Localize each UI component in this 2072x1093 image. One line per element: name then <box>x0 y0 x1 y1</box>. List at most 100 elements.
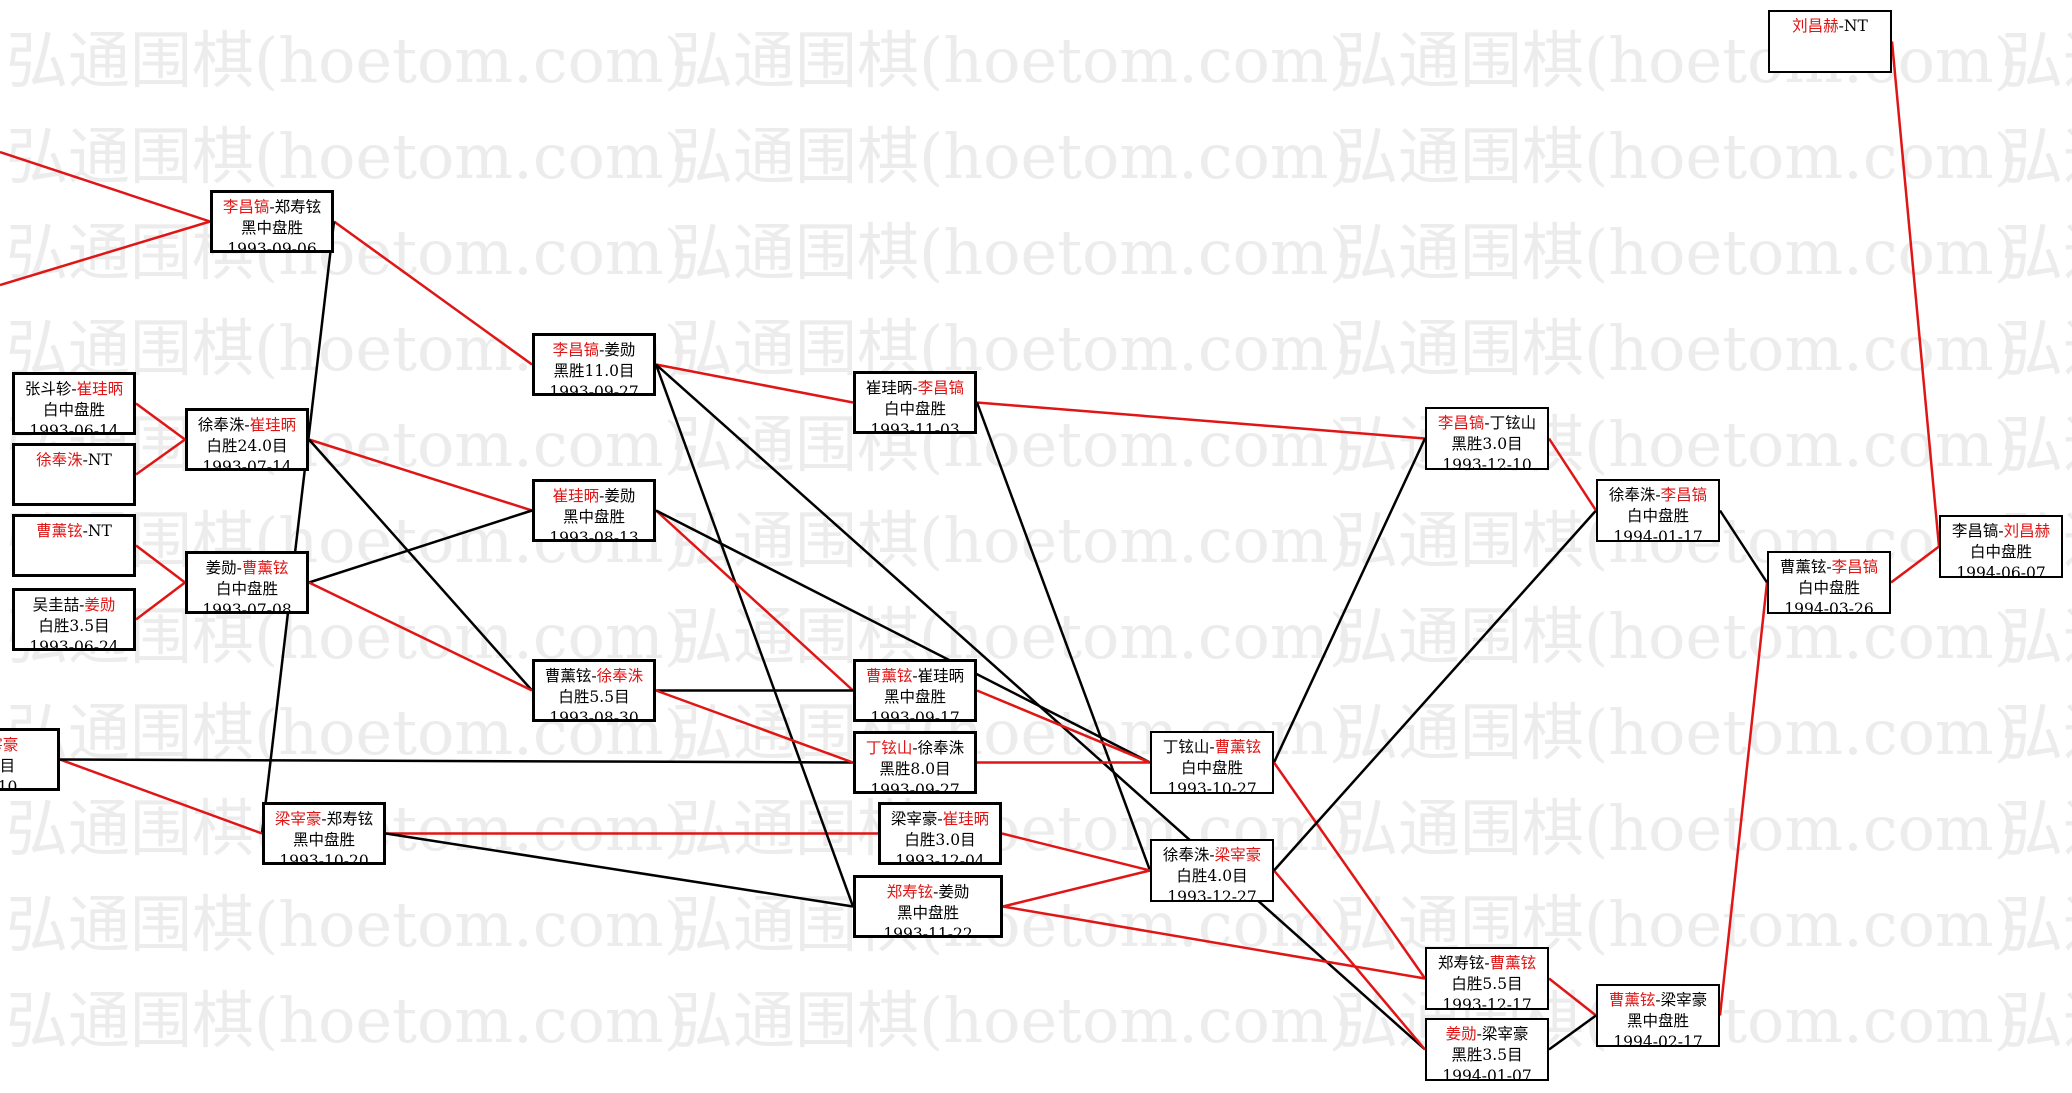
player-one: 张斗轸 <box>24 380 72 398</box>
player-two: NT <box>1843 17 1868 35</box>
player-one: 姜勋 <box>205 559 237 577</box>
bracket-edge <box>655 689 854 764</box>
match-node: 李昌镐-丁铉山黑胜3.0目 1993-12-10 <box>1425 407 1549 470</box>
match-players: 李昌镐-丁铉山 <box>1437 414 1537 432</box>
bracket-edge <box>655 509 1151 764</box>
match-result: 黑胜3.0目 <box>1451 435 1523 453</box>
match-players: 曹薰铉-NT <box>36 522 112 540</box>
player-two: 崔珪昞 <box>249 416 297 434</box>
bracket-edge <box>59 758 854 764</box>
match-date: 1993-12-10 <box>1442 456 1532 470</box>
player-one: 梁宰豪 <box>0 736 19 754</box>
bracket-edge <box>333 220 533 366</box>
player-two: 李昌镐 <box>1660 486 1708 504</box>
match-result: 白中盘胜 <box>1969 543 2032 561</box>
bracket-edge <box>975 402 1152 871</box>
watermark-text: 弘通围棋(hoetom.com) <box>6 24 688 97</box>
match-players: 梁宰豪-郑寿铉 <box>274 810 374 828</box>
watermark-text: 弘通围棋(hoetom.com) <box>671 312 1353 385</box>
match-players: 曹薰铉-徐奉洙 <box>544 667 644 685</box>
watermark-text: 弘通围棋(hoetom.com) <box>671 408 1353 481</box>
player-two: 梁宰豪 <box>1214 846 1262 864</box>
watermark-text: 弘通围棋(hoetom.com) <box>671 216 1353 289</box>
player-one: 曹薰铉 <box>865 667 913 685</box>
watermark-text: 弘通围棋(hoetom.com) <box>6 120 688 193</box>
player-one: 曹薰铉 <box>544 667 592 685</box>
match-players: 李昌镐-姜勋 <box>552 341 636 359</box>
player-one: 崔珪昞 <box>552 487 600 505</box>
watermark-text: 弘通围棋(hoetom.com) <box>2001 888 2072 961</box>
match-node: 梁宰豪0.0目09-10 <box>0 728 60 791</box>
player-two: 梁宰豪 <box>1660 991 1708 1009</box>
bracket-edge <box>0 150 211 223</box>
match-players: 李昌镐-刘昌赫 <box>1951 522 2051 540</box>
match-players: 徐奉洙-崔珪昞 <box>197 416 297 434</box>
player-two: 曹薰铉 <box>1489 954 1537 972</box>
player-one: 崔珪昞 <box>865 379 913 397</box>
match-date: 1993-07-08 <box>202 601 292 614</box>
match-result: 白中盘胜 <box>42 401 105 419</box>
bracket-edge <box>308 581 533 692</box>
player-two: 刘昌赫 <box>2003 522 2051 540</box>
player-one: 徐奉洙 <box>1162 846 1210 864</box>
player-two: 李昌镐 <box>917 379 965 397</box>
watermark-text: 弘通围棋(hoetom.com) <box>1336 216 2018 289</box>
bracket-edge <box>1548 977 1597 1017</box>
player-one: 曹薰铉 <box>36 522 83 540</box>
bracket-edge <box>1890 41 1941 547</box>
match-result: 黑胜8.0目 <box>879 760 951 778</box>
bracket-edge <box>1718 509 1769 584</box>
bracket-edge <box>308 509 533 584</box>
player-two: 徐奉洙 <box>917 739 965 757</box>
watermark-text: 弘通围棋(hoetom.com) <box>671 600 1353 673</box>
bracket-edge <box>1718 582 1769 1016</box>
match-result: 黑胜11.0目 <box>553 362 635 380</box>
match-date: 1993-12-17 <box>1442 996 1532 1010</box>
bracket-edge <box>135 581 186 621</box>
player-two: 梁宰豪 <box>1481 1025 1529 1043</box>
bracket-edge <box>1547 437 1598 512</box>
player-one: 郑寿铉 <box>886 883 934 901</box>
watermark-text: 弘通围棋(hoetom.com) <box>1336 24 2018 97</box>
match-date: 1993-12-27 <box>1167 888 1257 902</box>
match-node: 梁宰豪-郑寿铉黑中盘胜 1993-10-20 <box>262 802 386 865</box>
match-result: 黑中盘胜 <box>562 508 625 526</box>
watermark-text: 弘通围棋(hoetom.com) <box>2001 696 2072 769</box>
bracket-edge <box>1002 869 1151 908</box>
match-players: 丁铉山-徐奉洙 <box>865 739 965 757</box>
match-result: 白中盘胜 <box>1626 507 1689 525</box>
player-two: 姜勋 <box>84 596 116 614</box>
match-result: 黑中盘胜 <box>292 831 355 849</box>
match-result: 白胜5.5目 <box>1451 975 1523 993</box>
bracket-edge <box>654 364 855 907</box>
match-result: 白中盘胜 <box>883 400 946 418</box>
match-date: 1993-10-20 <box>279 852 369 865</box>
match-date: 1993-08-30 <box>549 709 639 722</box>
match-date: 1993-06-24 <box>29 638 119 651</box>
player-one: 郑寿铉 <box>1437 954 1485 972</box>
player-two: 李昌镐 <box>1831 558 1879 576</box>
player-two: 曹薰铉 <box>241 559 289 577</box>
bracket-edge <box>0 220 211 287</box>
match-date: 1993-09-06 <box>227 240 317 253</box>
bracket-edge <box>308 438 533 512</box>
bracket-edge <box>976 401 1426 440</box>
match-date: 1993-07-14 <box>202 458 292 471</box>
match-date: 1994-03-26 <box>1784 600 1874 614</box>
match-players: 姜勋-梁宰豪 <box>1445 1025 1529 1043</box>
player-one: 李昌镐 <box>1951 522 1999 540</box>
match-date: 1994-01-07 <box>1442 1067 1532 1081</box>
player-two: NT <box>87 451 112 469</box>
match-date: 1993-11-03 <box>870 421 960 434</box>
match-result: 黑中盘胜 <box>1626 1012 1689 1030</box>
